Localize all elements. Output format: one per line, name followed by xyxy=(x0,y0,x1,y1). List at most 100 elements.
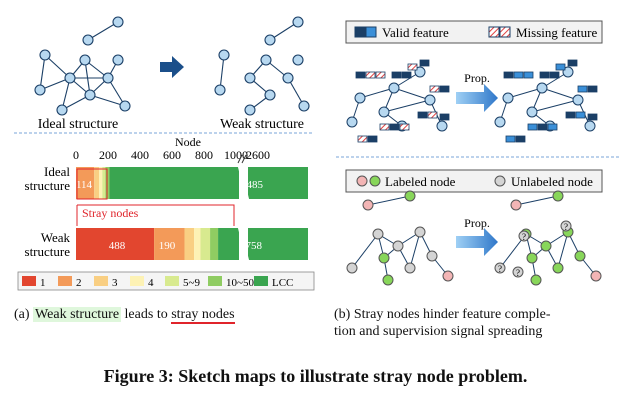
caption-a-prefix: (a) xyxy=(14,307,30,322)
transform-arrow xyxy=(160,56,184,78)
category-label: Ideal xyxy=(44,164,70,179)
graph-node xyxy=(502,92,514,104)
caption-a-mid: leads to xyxy=(124,307,168,322)
feature-cell xyxy=(577,85,588,93)
label-propagation-panel: Labeled node Unlabeled node ???? Prop. xyxy=(345,169,603,286)
graph-node xyxy=(574,250,586,262)
graph-edge xyxy=(383,99,431,113)
legend-label-3: 3 xyxy=(112,277,118,289)
figure-caption: Figure 3: Sketch maps to illustrate stra… xyxy=(103,366,528,386)
feature-cell xyxy=(417,111,428,119)
legend-label-10~50: 10~50 xyxy=(226,277,254,289)
legend-swatch-LCC xyxy=(254,276,268,286)
graph-node xyxy=(552,262,564,274)
data-label-2485: 2485 xyxy=(241,179,264,191)
labeled-green-icon xyxy=(369,175,381,187)
feature-cell xyxy=(527,123,538,131)
feature-cell xyxy=(391,71,402,79)
question-mark: ? xyxy=(516,268,520,278)
bar-LCC xyxy=(109,167,239,199)
prop-arrow-top xyxy=(456,84,498,112)
stray-nodes-label: Stray nodes xyxy=(82,206,139,220)
legend-swatch-2 xyxy=(58,276,72,286)
graph-node xyxy=(362,199,374,211)
labeled-node-label: Labeled node xyxy=(385,174,456,189)
axis-break-mark xyxy=(241,154,247,164)
bar-4 xyxy=(99,167,103,199)
feature-cell xyxy=(567,59,578,67)
feature-cell xyxy=(547,123,558,131)
feature-cell xyxy=(419,59,430,67)
feature-legend-box xyxy=(345,20,603,44)
valid-feature-icon xyxy=(354,26,366,38)
graph-node xyxy=(424,94,436,106)
legend-swatch-10~50 xyxy=(208,276,222,286)
feature-cell xyxy=(401,71,412,79)
data-label-114: 114 xyxy=(76,179,93,191)
graph-node xyxy=(562,66,574,78)
legend-label-2: 2 xyxy=(76,277,82,289)
bar-break-gap xyxy=(237,164,250,202)
labeled-red-icon xyxy=(356,175,368,187)
bar-2 xyxy=(154,228,185,260)
tick-label-400: 400 xyxy=(131,148,149,162)
feature-cell xyxy=(367,135,378,143)
bar-4 xyxy=(194,228,201,260)
graph-node xyxy=(346,116,358,128)
unlabeled-icon xyxy=(494,175,506,187)
question-mark: ? xyxy=(564,222,568,232)
legend-swatch-5~9 xyxy=(165,276,179,286)
legend-swatch-1 xyxy=(22,276,36,286)
legend-label-1: 1 xyxy=(40,277,46,289)
graph-edge xyxy=(541,87,579,101)
question-mark: ? xyxy=(498,264,502,274)
tick-label-600: 600 xyxy=(163,148,181,162)
question-mark: ? xyxy=(522,232,526,242)
structure-graphs xyxy=(34,16,310,116)
graph-edge xyxy=(531,99,579,113)
graph-node xyxy=(572,94,584,106)
tick-label-200: 200 xyxy=(99,148,117,162)
weak-graph xyxy=(214,16,310,116)
caption-a: (a) Weak structure leads to stray nodes xyxy=(14,306,235,324)
feature-cell xyxy=(505,135,516,143)
stray-bracket xyxy=(76,204,235,226)
tick-label-2600: 2600 xyxy=(246,148,270,162)
feature-cell xyxy=(565,111,576,119)
graph-node xyxy=(584,120,596,132)
bar-3 xyxy=(94,167,100,199)
prop-label-top: Prop. xyxy=(464,71,490,85)
graph-node xyxy=(510,199,522,211)
unlabeled-node-label: Unlabeled node xyxy=(511,174,593,189)
prop-arrow-bottom xyxy=(456,228,498,256)
legend-label-LCC: LCC xyxy=(272,277,293,289)
data-label-1758: 1758 xyxy=(240,240,263,252)
bar-1 xyxy=(76,228,155,260)
graph-node xyxy=(494,262,506,274)
feature-cell xyxy=(355,71,366,79)
feature-cell xyxy=(513,71,524,79)
graph-edge xyxy=(409,231,421,269)
x-axis-title: Node xyxy=(175,135,201,149)
category-label: Weak xyxy=(41,230,71,245)
graph-node xyxy=(442,270,454,282)
axis-break-mark xyxy=(237,154,243,164)
graph-edge xyxy=(393,87,431,101)
graph-node xyxy=(526,106,538,118)
feature-cell xyxy=(537,123,548,131)
category-label: structure xyxy=(25,178,71,193)
graph-node xyxy=(518,230,530,242)
feature-graphs xyxy=(346,59,598,143)
bar-LCC-tail xyxy=(248,167,308,199)
feature-cell xyxy=(375,71,386,79)
graph-node xyxy=(388,82,400,94)
feature-completion-panel: Valid feature Missing feature Prop. xyxy=(345,20,603,143)
graph-edge xyxy=(515,195,559,206)
tick-label-0: 0 xyxy=(73,148,79,162)
graph-node xyxy=(372,228,384,240)
label-legend-box xyxy=(345,169,603,193)
legend-label-5~9: 5~9 xyxy=(183,277,200,289)
graph-node xyxy=(590,270,602,282)
feature-cell xyxy=(389,123,400,131)
